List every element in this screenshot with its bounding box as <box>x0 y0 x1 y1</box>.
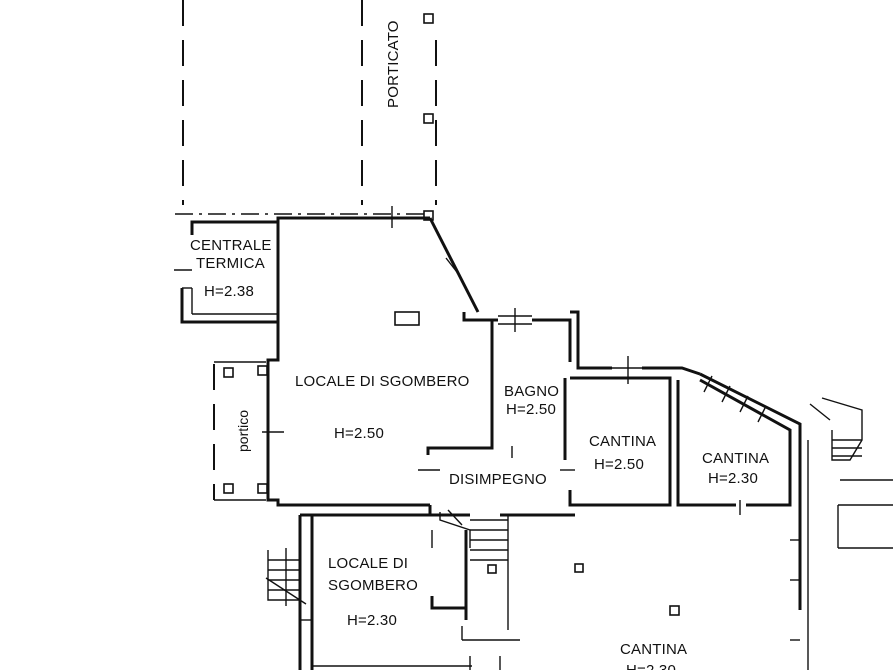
cantina-1-label: CANTINA <box>589 433 656 450</box>
disimpegno-label: DISIMPEGNO <box>449 471 547 488</box>
locale-sgombero-height: H=2.50 <box>334 425 384 442</box>
porticato-label: PORTICATO <box>385 20 402 108</box>
room-labels: PORTICATO CENTRALE TERMICA H=2.38 LOCALE… <box>190 20 769 670</box>
locale-sgombero-2-height: H=2.30 <box>347 612 397 629</box>
cantina-1-walls <box>568 356 701 507</box>
disimpegno-walls <box>418 469 575 630</box>
bagno-walls <box>426 308 612 460</box>
locale-sgombero-2-label-2: SGOMBERO <box>328 577 418 594</box>
cantina-3-height: H=2.30 <box>626 662 676 670</box>
cantina-2-walls <box>676 372 802 610</box>
centrale-termica-label-2: TERMICA <box>196 255 265 272</box>
left-stair <box>265 548 312 621</box>
centrale-termica-label-1: CENTRALE <box>190 237 272 254</box>
portico-label: portico <box>235 410 251 452</box>
centrale-termica-height: H=2.38 <box>204 283 254 300</box>
centrale-termica-walls <box>174 220 278 324</box>
porticato-outline <box>175 0 437 221</box>
locale-sgombero-2-label-1: LOCALE DI <box>328 555 408 572</box>
right-stair <box>790 397 893 670</box>
locale-sgombero-walls <box>262 206 480 507</box>
bagno-label: BAGNO <box>504 383 559 400</box>
cantina-1-height: H=2.50 <box>594 456 644 473</box>
portico-outline <box>213 361 268 501</box>
cantina-2-label: CANTINA <box>702 450 769 467</box>
locale-sgombero-label: LOCALE DI SGOMBERO <box>295 373 469 390</box>
bagno-height: H=2.50 <box>506 401 556 418</box>
cantina-3-label: CANTINA <box>620 641 687 658</box>
cantina-2-height: H=2.30 <box>708 470 758 487</box>
locale-sgombero-2-walls <box>298 513 680 670</box>
